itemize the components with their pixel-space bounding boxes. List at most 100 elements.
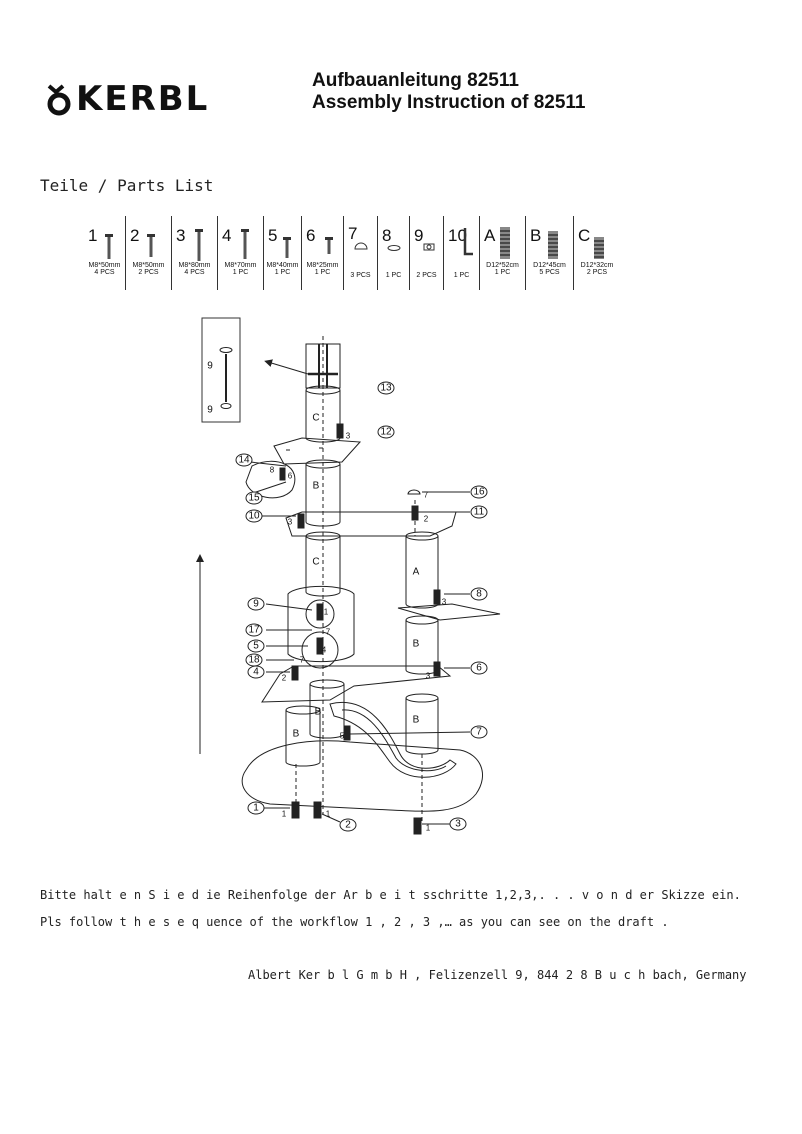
inset-label: 9 — [207, 405, 213, 416]
cap — [407, 489, 421, 495]
part-number: 1 — [88, 226, 98, 245]
callout-label: 10 — [248, 511, 260, 522]
tube-b-left — [285, 710, 321, 767]
house-opening — [305, 599, 335, 629]
washer-icon — [387, 245, 401, 251]
bolt — [411, 505, 419, 521]
tube-label: B — [413, 639, 420, 650]
bolt — [291, 801, 300, 819]
ramp-shelf — [397, 603, 501, 621]
tube-label: B — [315, 707, 322, 718]
callout-15 — [245, 491, 263, 505]
part-spec: 2 PCS — [416, 272, 437, 279]
part-number: 8 — [382, 226, 392, 245]
part-number: 3 — [176, 226, 186, 245]
callout-label: 11 — [474, 507, 485, 518]
callout-label: 17 — [248, 625, 260, 636]
part-marker: 1 — [326, 810, 331, 819]
kerbl-logo: KERBL — [46, 82, 209, 116]
part-number: 9 — [414, 226, 424, 245]
bolt — [313, 801, 322, 819]
callout-3 — [449, 817, 467, 831]
callout-label: 16 — [473, 487, 485, 498]
bolt — [336, 423, 344, 439]
callout-14 — [235, 453, 253, 467]
callout-2 — [339, 818, 357, 832]
callout-16 — [470, 485, 488, 499]
callout-label: 12 — [380, 427, 392, 438]
tube-end — [309, 679, 345, 689]
bolt — [297, 513, 305, 529]
part-number: 7 — [348, 224, 358, 243]
tube-a — [405, 536, 439, 609]
leader-line — [321, 813, 341, 823]
callout-17 — [245, 623, 263, 637]
bolt — [343, 725, 351, 741]
hammock-loop — [245, 460, 296, 499]
part-marker: 4 — [322, 646, 327, 655]
tube-end — [405, 531, 439, 541]
bolt — [413, 817, 422, 835]
part-marker: 1 — [282, 810, 287, 819]
callout-7 — [470, 725, 488, 739]
part-number: 10 — [448, 226, 467, 245]
part-spec: 1 PC — [453, 272, 470, 279]
callout-label: 15 — [248, 493, 260, 504]
part-number: 2 — [130, 226, 140, 245]
callout-label: 8 — [476, 589, 482, 600]
tube-end — [405, 693, 439, 703]
wavy-ramp — [329, 701, 457, 778]
tube-end — [305, 459, 341, 469]
part-number: 6 — [306, 226, 316, 245]
callout-label: 1 — [253, 803, 259, 814]
leader-line — [249, 461, 287, 467]
callout-label: 18 — [248, 655, 260, 666]
part-7: 7 3 PCS — [344, 216, 378, 290]
callout-8 — [470, 587, 488, 601]
nut-icon — [423, 243, 435, 251]
title-english: Assembly Instruction of 82511 — [312, 92, 586, 113]
kerbl-logo-icon — [47, 84, 71, 116]
leader-line — [264, 359, 309, 375]
part-marker: 7 — [300, 656, 305, 665]
tube-b-upper — [305, 464, 341, 527]
tube-end — [285, 705, 321, 715]
callout-11 — [470, 505, 488, 519]
allen-key-icon — [463, 228, 473, 256]
callout-12 — [377, 425, 395, 439]
part-number: 4 — [222, 226, 232, 245]
tube-label: B — [293, 729, 300, 740]
part-marker: 6 — [288, 472, 293, 481]
callout-label: 3 — [455, 819, 461, 830]
instruction-english: Pls follow t h e s e q uence of the work… — [40, 915, 669, 929]
tube-end — [405, 615, 439, 625]
document-title: Aufbauanleitung 82511 Assembly Instructi… — [312, 70, 586, 114]
house-opening — [301, 631, 339, 669]
tube-label: A — [413, 567, 420, 578]
base-plate — [241, 740, 484, 812]
tube-label: C — [312, 413, 319, 424]
assembly-diagram: 13 12 14 15 16 10 11 8 9 17 5 18 4 6 7 1… — [196, 317, 501, 835]
tube-label: C — [312, 557, 319, 568]
callout-6 — [470, 661, 488, 675]
bolt — [433, 661, 441, 677]
bolt-icon — [105, 234, 113, 259]
part-marker: 5 — [340, 732, 345, 741]
washer — [220, 403, 232, 409]
part-9: 9 2 PCS — [410, 216, 444, 290]
callout-1 — [247, 801, 265, 815]
part-marker: 3 — [346, 432, 351, 441]
part-marker: 7 — [326, 628, 331, 637]
